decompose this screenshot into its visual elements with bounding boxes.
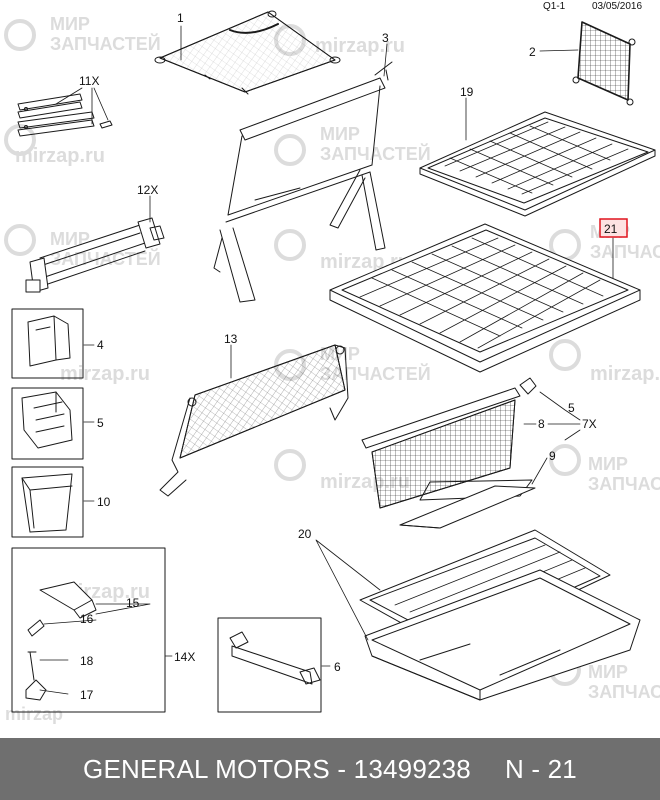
part-1-cargo-net xyxy=(154,10,341,95)
footer-page: N - 21 xyxy=(504,753,577,784)
watermark-text: МИР xyxy=(320,124,360,144)
callout-4: 4 xyxy=(97,338,104,352)
part-12x-rails xyxy=(25,217,165,293)
leader-lines xyxy=(39,25,614,695)
part-21-cargo-tray xyxy=(329,223,641,373)
callout-21-highlight xyxy=(599,218,628,238)
part-5-box xyxy=(11,387,84,460)
callout-2: 2 xyxy=(529,45,536,59)
part-9-flat-mat xyxy=(399,485,536,529)
watermark-text: МИР xyxy=(588,454,628,474)
callout-19: 19 xyxy=(460,85,474,99)
watermark-logo-icon xyxy=(4,19,581,686)
watermark-text: mirzap xyxy=(5,704,63,724)
watermark-url: mirzap.ru xyxy=(315,35,405,57)
callout-11x: 11X xyxy=(79,74,99,88)
callout-18: 18 xyxy=(80,654,94,668)
watermark-text: ЗАПЧАСТЕЙ xyxy=(588,473,660,494)
callout-9: 9 xyxy=(549,449,556,463)
callout-17: 17 xyxy=(80,688,94,702)
part-11x-straps xyxy=(17,93,113,137)
part-19-floor-mat xyxy=(419,111,656,217)
watermark-url: mirzap.ru xyxy=(15,145,105,167)
watermark-text: ЗАПЧАСТЕЙ xyxy=(588,681,660,702)
callout-6: 6 xyxy=(334,660,341,674)
callout-5: 5 xyxy=(568,401,575,415)
callout-20: 20 xyxy=(298,527,312,541)
watermark-text: ЗАПЧАСТЕЙ xyxy=(590,241,660,262)
footer-part-number: GENERAL MOTORS - 13499238 xyxy=(83,753,471,784)
callout-15: 15 xyxy=(126,596,140,610)
callout-12x: 12X xyxy=(137,183,158,197)
part-10-box xyxy=(11,466,84,538)
callout-5-box: 5 xyxy=(97,416,104,430)
watermark-url: mirzap.ru xyxy=(60,363,150,385)
callout-7x: 7X xyxy=(582,417,597,431)
part-6-box xyxy=(217,617,322,713)
callout-21: 21 xyxy=(604,222,618,236)
footer-bar: GENERAL MOTORS - 13499238 N - 21 xyxy=(0,738,660,800)
callout-8: 8 xyxy=(538,417,545,431)
part-4-box xyxy=(11,308,84,379)
watermark-group: МИР ЗАПЧАСТЕЙ mirzap.ru mirzap.ru МИР ЗА… xyxy=(4,14,660,724)
part-8-net-bar xyxy=(361,377,537,509)
part-20-cargo-tray xyxy=(359,529,641,701)
callout-14x: 14X xyxy=(174,650,195,664)
part-3-cargo-cover xyxy=(213,61,393,303)
callout-1: 1 xyxy=(177,11,184,25)
watermark-text: МИР xyxy=(588,662,628,682)
watermark-text: ЗАПЧАСТЕЙ xyxy=(50,33,161,54)
parts-diagram: МИР ЗАПЧАСТЕЙ mirzap.ru mirzap.ru МИР ЗА… xyxy=(4,1,660,724)
diagram-code: Q1-1 xyxy=(543,1,566,12)
watermark-text: МИР xyxy=(50,229,90,249)
callout-16: 16 xyxy=(80,612,94,626)
watermark-url: mirzap.ru xyxy=(590,363,660,385)
callout-13: 13 xyxy=(224,332,238,346)
diagram-date: 03/05/2016 xyxy=(592,1,642,12)
part-2-small-net xyxy=(572,21,636,106)
watermark-text: МИР xyxy=(50,14,90,34)
callout-10: 10 xyxy=(97,495,111,509)
watermark-text: ЗАПЧАСТЕЙ xyxy=(320,363,431,384)
watermark-text: ЗАПЧАСТЕЙ xyxy=(320,143,431,164)
part-13-partition-net xyxy=(159,344,349,497)
part-14x-box xyxy=(11,547,166,713)
callout-3: 3 xyxy=(382,31,389,45)
